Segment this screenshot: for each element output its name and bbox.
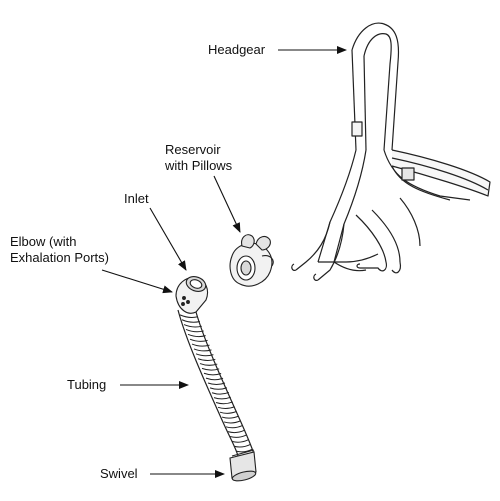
arrow-elbow xyxy=(101,269,173,294)
tubing-rib xyxy=(181,319,200,323)
tubing-rib xyxy=(223,420,241,424)
tubing-rib xyxy=(233,444,251,448)
callout-arrows xyxy=(101,46,347,478)
tubing-rib xyxy=(207,382,226,385)
label-reservoir-line1: Reservoir xyxy=(165,142,221,157)
reservoir-drawing xyxy=(229,234,274,287)
tubing-rib xyxy=(219,410,237,414)
tubing-drawing xyxy=(177,309,255,457)
tubing-rib xyxy=(205,377,224,381)
tubing-rib xyxy=(225,425,243,429)
tubing-rib xyxy=(179,314,199,318)
label-tubing: Tubing xyxy=(67,377,107,392)
headgear-drawing xyxy=(291,22,491,281)
swivel-drawing xyxy=(229,449,257,482)
tubing-rib xyxy=(209,387,228,390)
label-elbow-line2: Exhalation Ports) xyxy=(10,250,109,265)
tubing-rib xyxy=(201,367,220,371)
tubing-rib xyxy=(227,429,245,434)
tubing-rib xyxy=(187,333,206,338)
elbow-drawing xyxy=(175,276,209,314)
tubing-rib xyxy=(183,324,202,328)
tubing-rib xyxy=(203,372,222,376)
tubing-rib xyxy=(217,406,235,409)
tubing-rib xyxy=(213,396,231,400)
tubing-rib xyxy=(235,448,253,453)
tubing-rib xyxy=(199,363,218,366)
tubing-rib xyxy=(221,415,239,419)
tubing-rib xyxy=(193,348,212,352)
label-reservoir-line2: with Pillows xyxy=(165,158,233,173)
tubing-rib xyxy=(195,353,214,357)
tubing-rib xyxy=(215,401,233,405)
label-swivel: Swivel xyxy=(100,466,138,481)
tubing-rib xyxy=(197,358,216,361)
tubing-rib xyxy=(211,391,230,395)
tubing-rib xyxy=(185,329,204,333)
label-inlet: Inlet xyxy=(124,191,149,206)
tubing-rib xyxy=(189,338,208,342)
label-elbow-line1: Elbow (with xyxy=(10,234,77,249)
label-headgear: Headgear xyxy=(208,42,266,57)
arrow-reservoir xyxy=(213,175,241,233)
tubing-rib xyxy=(191,343,210,347)
arrow-inlet xyxy=(149,207,187,271)
tubing-rib xyxy=(229,434,247,438)
tubing-rib xyxy=(231,439,249,443)
